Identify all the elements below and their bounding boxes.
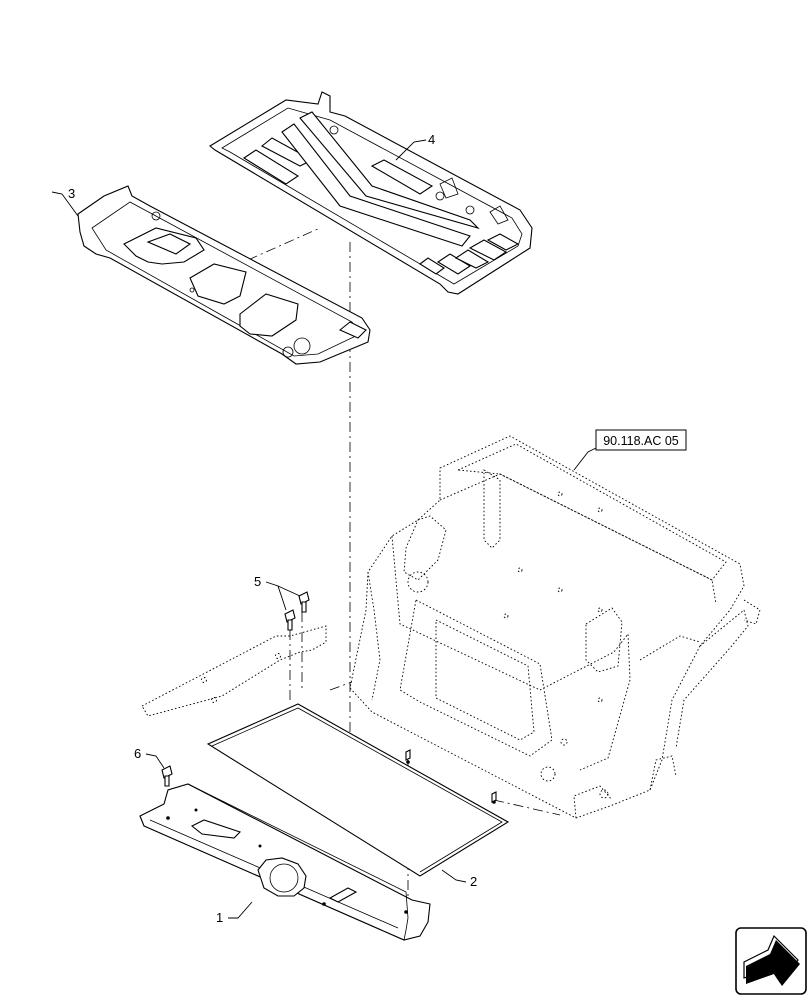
reference-label[interactable]: 90.118.AC 05 (603, 434, 679, 448)
machine-frame-reference (349, 435, 761, 819)
reference-leader (573, 447, 597, 471)
part-2-flat-plate (206, 703, 510, 877)
leader-5a (265, 581, 287, 611)
part-3-side-panel (77, 185, 371, 365)
callout-2[interactable]: 2 (470, 874, 477, 889)
callout-4[interactable]: 4 (428, 132, 435, 147)
side-plate-dotted (141, 625, 327, 717)
callout-1[interactable]: 1 (216, 910, 223, 925)
callout-3[interactable]: 3 (68, 186, 75, 201)
reference-label-group: 90.118.AC 05 (573, 429, 687, 471)
callouts: 3 4 5 6 2 1 (51, 132, 477, 925)
leader-5b (277, 585, 301, 597)
next-page-arrow-icon[interactable] (735, 927, 807, 995)
part-1-bottom-plate (139, 783, 431, 941)
callout-6[interactable]: 6 (134, 746, 141, 761)
bolt-icon (284, 609, 296, 631)
part-5-bolts (284, 591, 310, 631)
leader-4 (395, 139, 427, 161)
bolt-icon (298, 591, 310, 613)
leader-3 (51, 191, 79, 217)
callout-5[interactable]: 5 (254, 574, 261, 589)
reference-box (595, 429, 687, 451)
leader-6 (145, 753, 165, 769)
leader-2 (441, 869, 467, 883)
bolt-icon (161, 765, 173, 787)
part-6-bolt (161, 765, 173, 787)
part-4-floor-mat (209, 91, 533, 295)
leader-1 (228, 901, 253, 919)
